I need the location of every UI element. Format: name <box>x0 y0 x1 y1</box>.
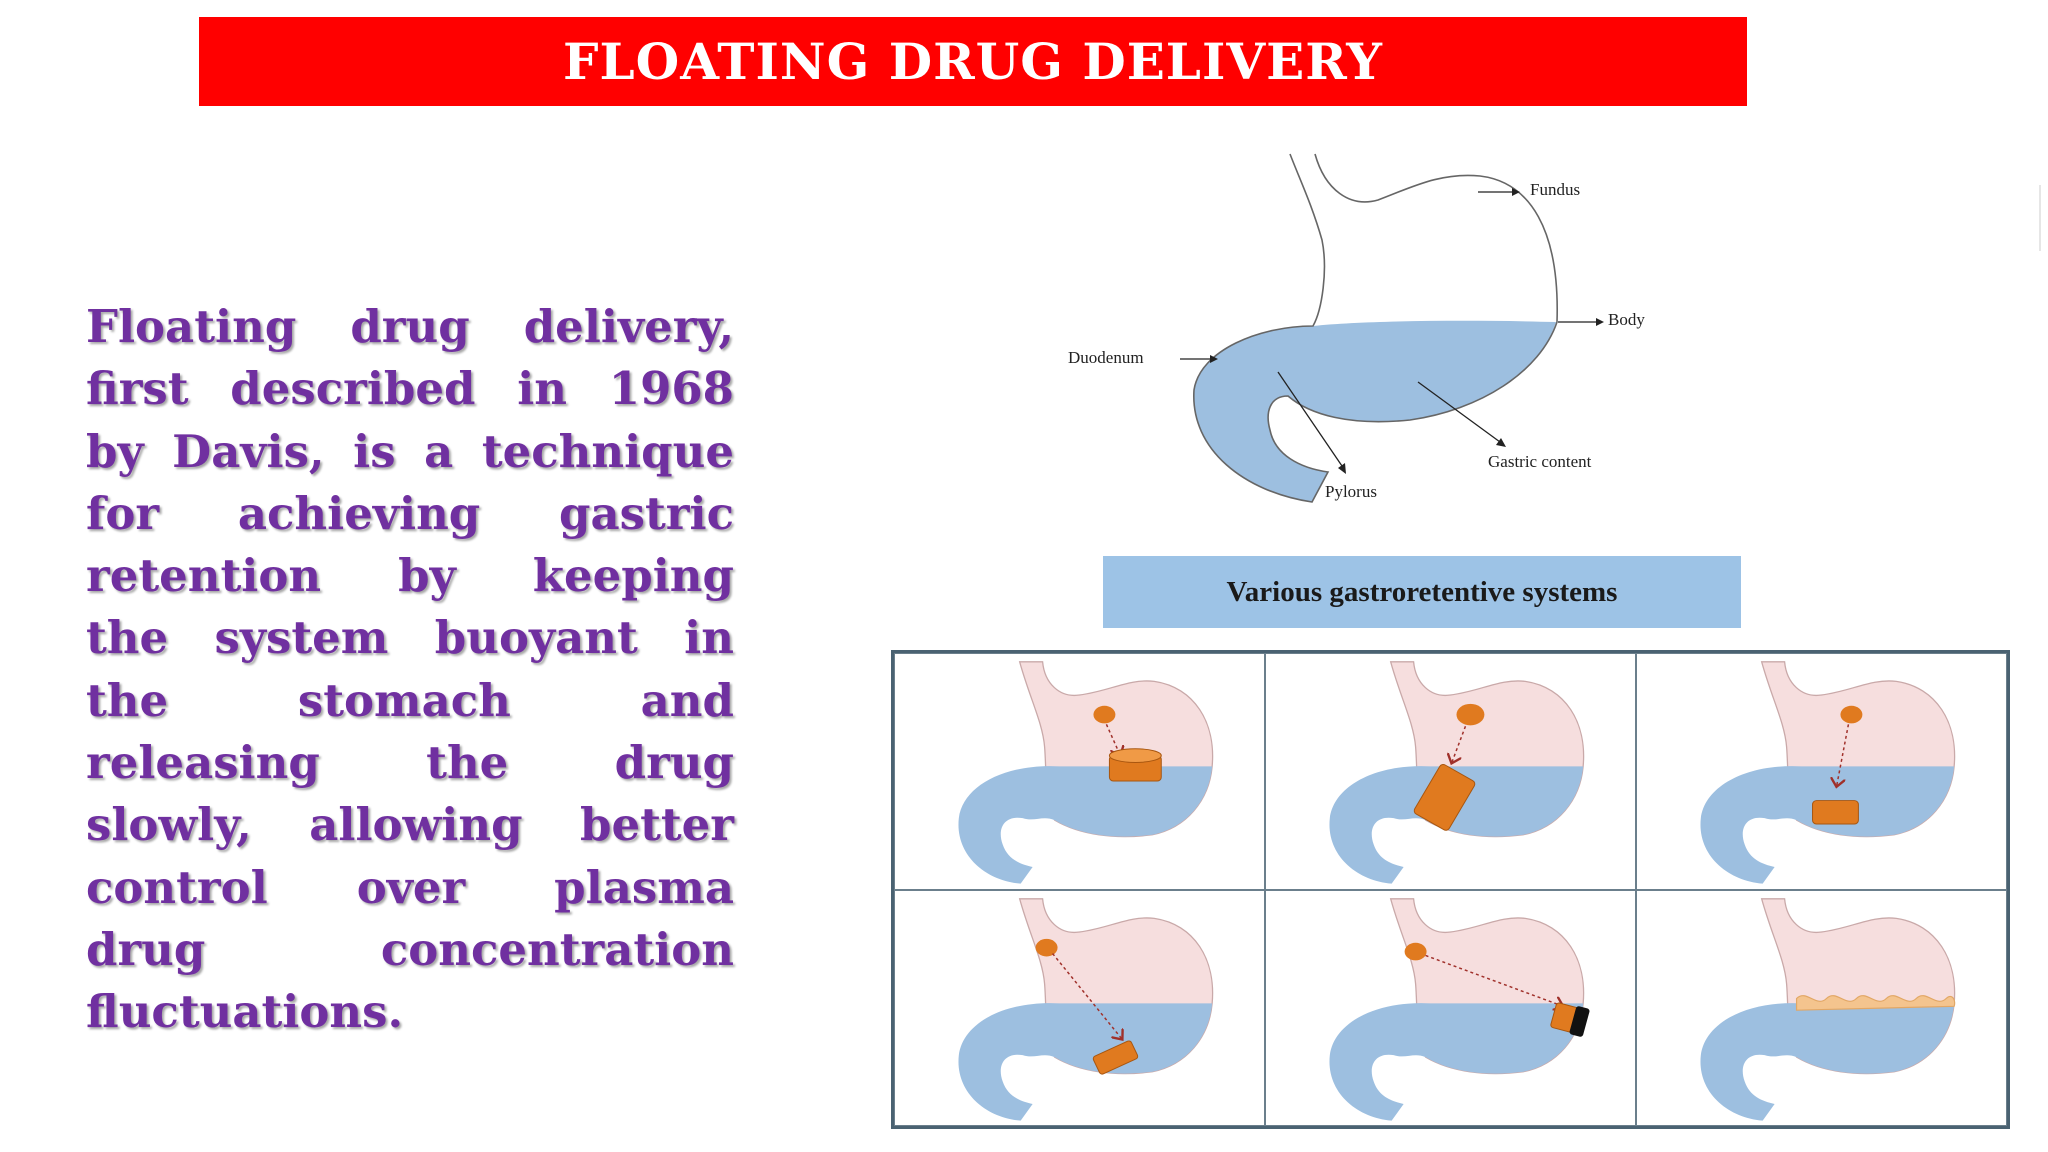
tilted-tablet <box>1413 764 1476 831</box>
body-line: for achieving gastric <box>86 486 734 540</box>
drug-particle <box>1404 942 1427 960</box>
body-line: the system buoyant in <box>86 611 734 665</box>
system-cell-wall-adhesive <box>1265 889 1636 1126</box>
label-gastric-content: Gastric content <box>1488 452 1592 471</box>
adhesive-layer <box>1569 1005 1590 1037</box>
body-paragraph: Floating drug delivery, first described … <box>86 296 734 1044</box>
drug-particle <box>1456 703 1485 726</box>
raft-layer <box>1795 994 1956 1011</box>
system-cell-floating-cylinder <box>894 653 1265 890</box>
label-duodenum: Duodenum <box>1068 348 1144 367</box>
system-illustration <box>957 661 1214 885</box>
label-body: Body <box>1608 310 1645 329</box>
label-fundus: Fundus <box>1530 180 1581 199</box>
systems-banner: Various gastroretentive systems <box>1103 556 1741 628</box>
sinking-tablet <box>1812 800 1859 825</box>
gastroretentive-systems-grid <box>891 650 2010 1129</box>
systems-banner-text: Various gastroretentive systems <box>1226 575 1618 608</box>
body-line: by Davis, is a technique <box>86 424 734 478</box>
system-cell-sunk-tablet <box>894 889 1265 1126</box>
stomach-anatomy-svg <box>1180 153 1604 503</box>
system-illustration <box>1699 661 1956 885</box>
body-line: the stomach and <box>86 673 734 727</box>
title-bar: FLOATING DRUG DELIVERY <box>199 17 1747 106</box>
gastric-content-fill <box>1193 320 1556 502</box>
sunk-tablet <box>1092 1039 1139 1075</box>
body-line: drug concentration <box>86 922 734 976</box>
stomach-anatomy-diagram: Fundus Body Duodenum Gastric content Pyl… <box>1060 150 1660 510</box>
body-line: first described in 1968 <box>86 362 734 416</box>
system-illustration <box>957 897 1214 1121</box>
edge-mark <box>2039 185 2041 251</box>
body-line: fluctuations. <box>86 985 404 1039</box>
system-illustration <box>1328 897 1590 1121</box>
system-illustration <box>1328 661 1585 885</box>
drug-particle <box>1093 705 1116 724</box>
drug-particle <box>1035 938 1058 956</box>
body-line: releasing the drug <box>86 736 734 790</box>
system-cell-tilted-tablet <box>1265 653 1636 890</box>
system-cell-raft-layer <box>1636 889 2007 1126</box>
body-line: control over plasma <box>86 860 734 914</box>
slide-title: FLOATING DRUG DELIVERY <box>563 32 1383 91</box>
body-line: slowly, allowing better <box>86 798 734 852</box>
body-line: retention by keeping <box>86 549 734 603</box>
system-illustration <box>1699 897 1956 1121</box>
body-line: Floating drug delivery, <box>86 300 734 353</box>
drug-particle <box>1840 705 1863 724</box>
system-cell-sinking-tablet <box>1636 653 2007 890</box>
label-pylorus: Pylorus <box>1325 482 1377 501</box>
stomach-outline <box>1193 153 1558 503</box>
